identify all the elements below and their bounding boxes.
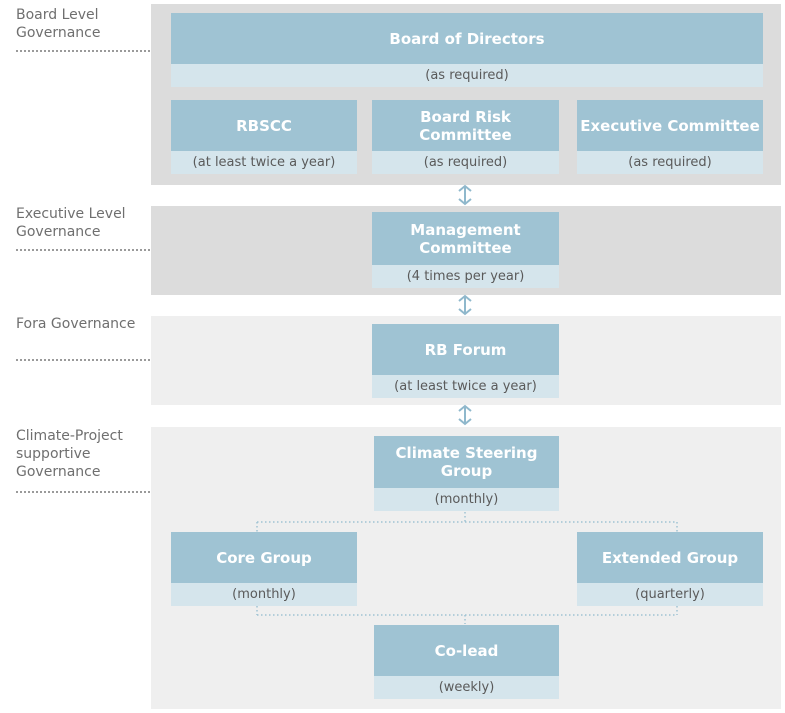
- level-label-climate: Climate-Project supportive Governance: [16, 427, 150, 493]
- executive-committee-frequency: (as required): [577, 151, 763, 174]
- climate-steering-group-frequency: (monthly): [374, 488, 559, 511]
- rb-forum-box: RB Forum (at least twice a year): [372, 324, 559, 398]
- extended-group-frequency: (quarterly): [577, 583, 763, 606]
- board-risk-committee-frequency: (as required): [372, 151, 559, 174]
- climate-steering-group-title: Climate Steering Group: [374, 436, 559, 488]
- rbscc-frequency: (at least twice a year): [171, 151, 357, 174]
- management-committee-box: Management Committee (4 times per year): [372, 212, 559, 288]
- climate-steering-group-box: Climate Steering Group (monthly): [374, 436, 559, 511]
- double-arrow-icon: [458, 404, 472, 426]
- rb-forum-frequency: (at least twice a year): [372, 375, 559, 398]
- extended-group-title: Extended Group: [577, 532, 763, 583]
- executive-committee-box: Executive Committee (as required): [577, 100, 763, 174]
- level-label-fora: Fora Governance: [16, 315, 150, 361]
- co-lead-title: Co-lead: [374, 625, 559, 676]
- management-committee-frequency: (4 times per year): [372, 265, 559, 288]
- co-lead-frequency: (weekly): [374, 676, 559, 699]
- board-risk-committee-box: Board Risk Committee (as required): [372, 100, 559, 174]
- executive-committee-title: Executive Committee: [577, 100, 763, 151]
- rbscc-box: RBSCC (at least twice a year): [171, 100, 357, 174]
- management-committee-title: Management Committee: [372, 212, 559, 265]
- double-arrow-icon: [458, 294, 472, 316]
- extended-group-box: Extended Group (quarterly): [577, 532, 763, 606]
- board-of-directors-frequency: (as required): [171, 64, 763, 87]
- board-of-directors-title: Board of Directors: [171, 13, 763, 64]
- board-of-directors-box: Board of Directors (as required): [171, 13, 763, 87]
- core-group-box: Core Group (monthly): [171, 532, 357, 606]
- core-group-frequency: (monthly): [171, 583, 357, 606]
- core-group-title: Core Group: [171, 532, 357, 583]
- rbscc-title: RBSCC: [171, 100, 357, 151]
- co-lead-box: Co-lead (weekly): [374, 625, 559, 699]
- rb-forum-title: RB Forum: [372, 324, 559, 375]
- level-label-executive: Executive Level Governance: [16, 205, 150, 251]
- board-risk-committee-title: Board Risk Committee: [372, 100, 559, 151]
- double-arrow-icon: [458, 184, 472, 206]
- level-label-board: Board Level Governance: [16, 6, 150, 52]
